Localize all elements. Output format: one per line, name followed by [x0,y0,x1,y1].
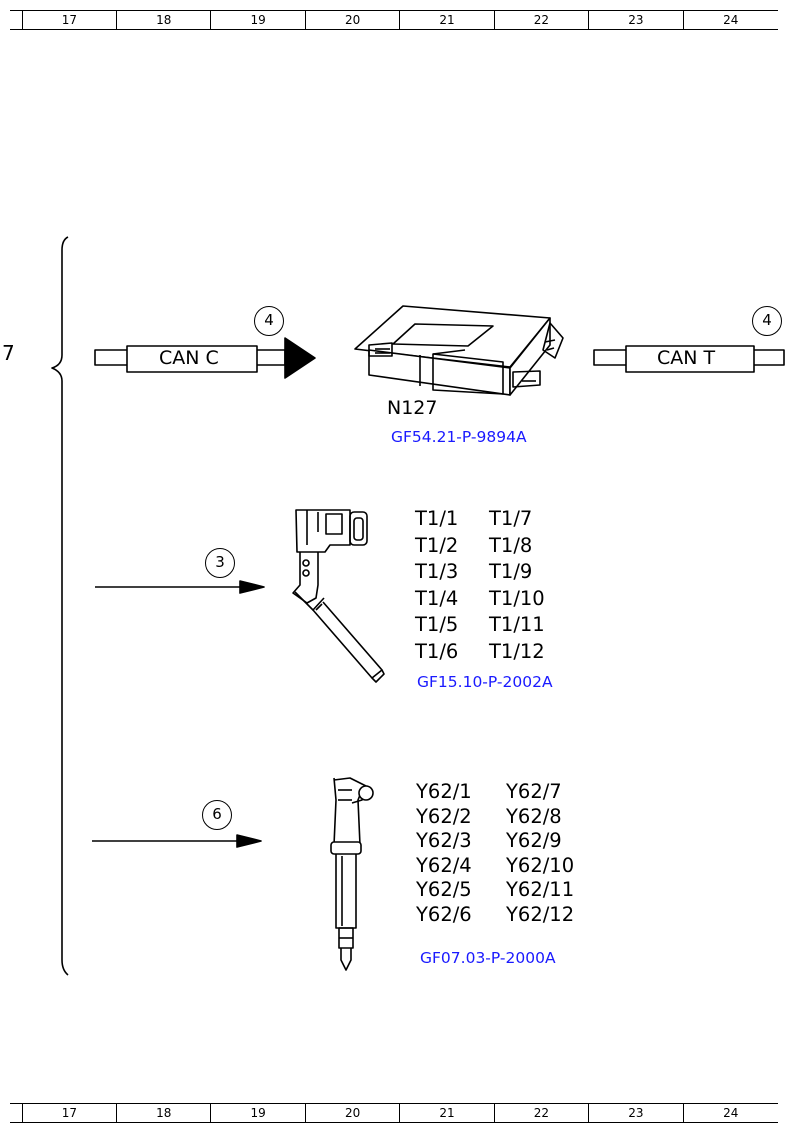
column-ruler-top: 17 18 19 20 21 22 23 24 [10,10,778,30]
injector-ref-link[interactable]: GF07.03-P-2000A [420,949,556,967]
list-item: T1/2 [415,533,459,557]
ruler-cell: 23 [589,11,684,29]
can-c-arrowhead [284,337,316,379]
list-item: Y62/8 [506,804,562,828]
can-c-label: CAN C [159,347,219,369]
list-item: T1/3 [415,560,459,583]
row2-arrowhead [239,580,265,594]
ruler-cell: 19 [211,11,306,29]
list-item: T1/11 [489,613,545,636]
can-t-label: CAN T [657,347,716,369]
injector-drawing [330,777,374,971]
ruler-cell: 23 [589,1104,684,1122]
column-ruler-bottom: 17 18 19 20 21 22 23 24 [10,1103,778,1123]
list-item: T1/10 [489,586,545,610]
can-c-label-box [126,345,258,373]
list-item: Y62/7 [506,780,562,803]
can-c-callout-circle: 4 [254,306,284,336]
list-item: T1/4 [415,586,459,610]
list-item: T1/7 [489,507,533,530]
ruler-cell: 21 [400,11,495,29]
control-unit-drawing [354,305,564,396]
ruler-cell: 20 [306,1104,401,1122]
ruler-cell: 19 [211,1104,306,1122]
can-t-label-box [625,345,755,373]
injector-list-col2: Y62/7 Y62/8 Y62/9 Y62/10 Y62/11 Y62/12 [506,780,574,928]
row3-callout-circle: 6 [202,800,232,830]
sensor-ref-link[interactable]: GF15.10-P-2002A [417,673,553,691]
list-item: Y62/10 [506,853,575,877]
control-unit-id: N127 [387,397,438,419]
sensor-list-col2: T1/7 T1/8 T1/9 T1/10 T1/11 T1/12 [489,506,545,665]
sensor-list-col1: T1/1 T1/2 T1/3 T1/4 T1/5 T1/6 [415,506,458,665]
ruler-lead-cell [10,1104,23,1122]
group-brace [51,236,69,976]
ruler-cell: 22 [495,1104,590,1122]
list-item: Y62/5 [416,878,472,902]
list-item: Y62/1 [416,780,472,803]
ruler-cell: 17 [23,1104,118,1122]
list-item: T1/5 [415,613,459,636]
list-item: T1/6 [415,639,459,663]
control-unit-ref-link[interactable]: GF54.21-P-9894A [391,428,527,446]
ruler-cell: 17 [23,11,118,29]
ruler-cell: 22 [495,11,590,29]
list-item: T1/1 [415,507,459,530]
injector-list-col1: Y62/1 Y62/2 Y62/3 Y62/4 Y62/5 Y62/6 [416,780,472,928]
row2-callout-circle: 3 [205,548,235,578]
ruler-cell: 18 [117,11,212,29]
ruler-cell: 24 [723,1106,739,1120]
sensor-drawing [292,509,385,683]
list-item: T1/9 [489,560,533,583]
list-item: Y62/3 [416,829,472,853]
list-item: T1/12 [489,639,545,663]
list-item: Y62/9 [506,829,562,853]
ruler-cell: 24 [723,13,739,27]
list-item: Y62/12 [506,902,575,926]
ruler-lead-cell [10,11,23,29]
list-item: Y62/4 [416,853,472,877]
list-item: Y62/11 [506,878,575,902]
list-item: T1/8 [489,533,533,557]
ruler-cell: 18 [117,1104,212,1122]
ruler-cell: 21 [400,1104,495,1122]
list-item: Y62/2 [416,804,472,828]
ruler-cell: 20 [306,11,401,29]
row3-arrowhead [236,834,262,848]
list-item: Y62/6 [416,902,472,926]
can-t-callout-circle: 4 [752,306,782,336]
margin-fragment-text: 7 [2,341,15,365]
